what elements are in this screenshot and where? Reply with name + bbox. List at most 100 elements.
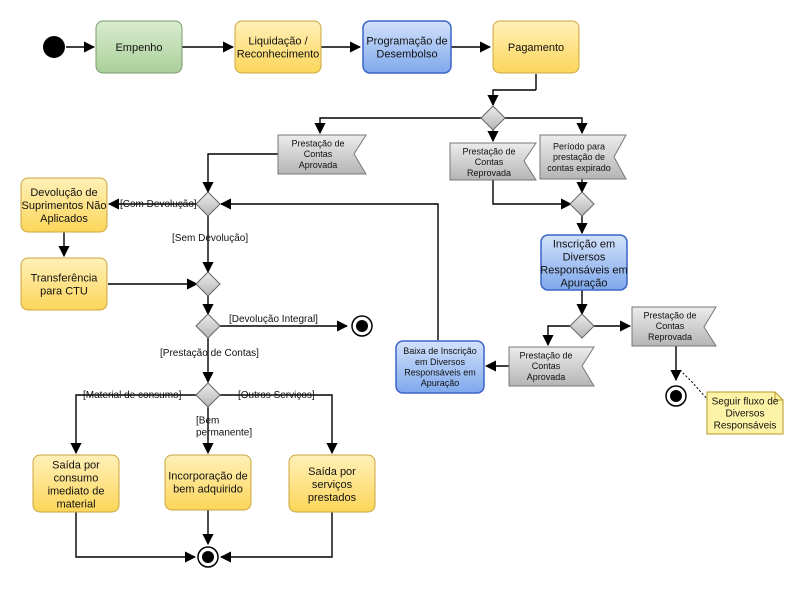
final-node [665,385,687,407]
initial-node [43,36,65,58]
decision-node [195,382,221,408]
decision-node [195,191,221,217]
text-line: Transferência [31,272,99,284]
decision-node [569,191,595,217]
text-line: para CTU [40,285,88,297]
activity-pagamento: Pagamento [492,20,580,74]
guard-outros-servicos: [Outros Serviços] [238,390,315,401]
text-line: material [56,498,95,510]
text-line: Liquidação / [248,35,308,47]
edges [58,41,709,563]
text-line: Prestação de [462,147,515,157]
text-line: Contas [475,157,504,167]
text-line: prestados [308,492,357,504]
decision-node [195,313,221,339]
text-line: Aprovada [299,160,338,170]
text-line: consumo [54,472,99,484]
text-line: Diversos [726,409,765,420]
text-line: Responsáveis em [540,264,627,276]
text-line: Responsáveis em [404,368,476,378]
text-line: bem adquirido [173,483,243,495]
text-line: Seguir fluxo de [712,397,779,408]
text-line: Contas [656,321,685,331]
text-line: contas expirado [547,163,611,173]
text-line: em Diversos [415,357,466,367]
activity-liquidacao: Liquidação /Reconhecimento [234,20,322,74]
text-line: Diversos [563,251,606,263]
svg-text:Empenho: Empenho [115,42,162,54]
text-line: Incorporação de [168,470,248,482]
text-line: Reprovada [467,168,511,178]
text-line: Período para [553,142,605,152]
text-line: permanente] [196,427,252,438]
text-line: Saída por [308,466,356,478]
text-line: Apuração [421,378,460,388]
text-line: Pagamento [508,42,564,54]
text-line: Reconhecimento [237,48,320,60]
text-line: Prestação de [643,311,696,321]
text-line: Prestação de [291,139,344,149]
text-line: Contas [532,361,561,371]
text-line: Saída por [52,459,100,471]
text-line: Apuração [560,277,607,289]
guard-material-consumo: [Material de consumo] [83,390,182,401]
final-node [351,315,373,337]
activity-empenho: Empenho [95,20,183,74]
decision-node [480,105,506,131]
guard-sem-devolucao: [Sem Devolução] [172,233,248,244]
text-line: Programação de [366,35,447,47]
decision-node [569,313,595,339]
text-line: Suprimentos Não [22,200,107,212]
svg-text:Pagamento: Pagamento [508,42,564,54]
text-line: imediato de [48,485,105,497]
text-line: Inscrição em [553,238,615,250]
guard-com-devolucao: [Com Devolução] [120,199,197,210]
decision-node [195,271,221,297]
text-line: serviços [312,479,353,491]
text-line: Aprovada [527,372,566,382]
text-line: [Bem [196,416,219,427]
text-line: Reprovada [648,332,692,342]
text-line: Responsáveis [714,420,777,431]
text-line: Prestação de [519,351,572,361]
text-line: Baixa de Inscrição [403,346,477,356]
svg-text:Liquidação /Reconhecimento: Liquidação /Reconhecimento [237,35,320,60]
text-line: Empenho [115,42,162,54]
text-line: Devolução de [30,187,97,199]
text-line: Desembolso [376,48,437,60]
guard-labels: [Com Devolução] [Sem Devolução] [Devoluç… [83,199,318,438]
text-line: Aplicados [40,213,88,225]
text-line: Contas [304,149,333,159]
final-node [197,546,219,568]
text-line: prestação de [553,152,605,162]
guard-devolucao-integral: [Devolução Integral] [229,314,318,325]
